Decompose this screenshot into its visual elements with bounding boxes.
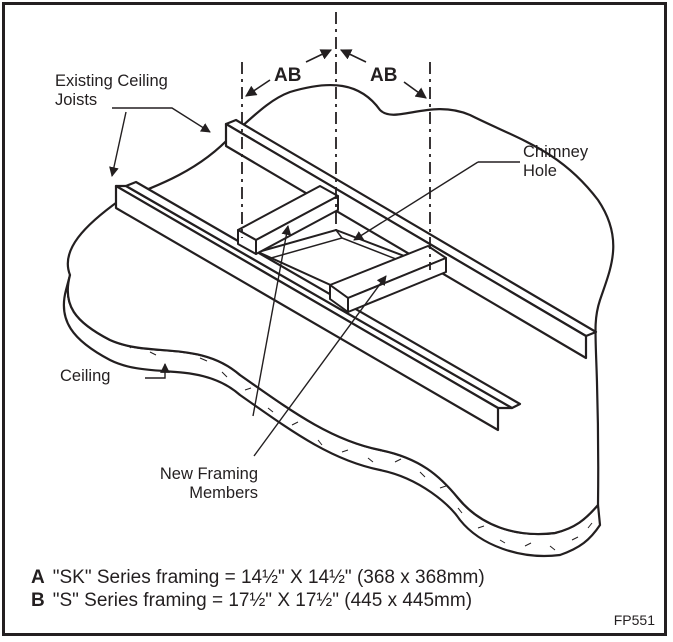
note-text: "S" Series framing = 17½" X 17½" (445 x … xyxy=(52,590,473,611)
dimension-arrows xyxy=(245,49,427,99)
chimney-hole-label: Chimney Hole xyxy=(523,143,588,181)
new-framing-label-line2: Members xyxy=(189,484,258,502)
existing-joists-label-line1: Existing Ceiling xyxy=(55,72,168,90)
note-text: "SK" Series framing = 14½" X 14½" (368 x… xyxy=(52,567,485,588)
new-framing-label: New Framing Members xyxy=(108,465,258,503)
dimension-label-left: AB xyxy=(274,65,302,86)
existing-joists-label-line2: Joists xyxy=(55,91,98,109)
note-key: A xyxy=(31,567,45,588)
figure-code: FP551 xyxy=(613,612,655,628)
ceiling-label: Ceiling xyxy=(60,367,111,385)
joist-right xyxy=(224,118,598,360)
chimney-hole-label-line2: Hole xyxy=(523,162,557,180)
new-framing-label-line1: New Framing xyxy=(159,465,258,483)
leader-lines xyxy=(109,107,520,457)
note-key: B xyxy=(31,590,45,611)
framing-member-lower xyxy=(329,245,447,313)
dimension-lines xyxy=(241,12,431,270)
framing-member-upper xyxy=(237,185,339,255)
chimney-hole-label-line1: Chimney xyxy=(523,143,589,161)
note-row-b: B "S" Series framing = 17½" X 17½" (445 x… xyxy=(31,589,485,612)
dimension-label-right: AB xyxy=(370,65,398,86)
note-row-a: A "SK" Series framing = 14½" X 14½" (368 … xyxy=(31,566,485,589)
size-notes: A "SK" Series framing = 14½" X 14½" (368 … xyxy=(31,566,485,612)
existing-joists-label: Existing Ceiling Joists xyxy=(55,72,168,110)
joist-left xyxy=(114,180,522,432)
